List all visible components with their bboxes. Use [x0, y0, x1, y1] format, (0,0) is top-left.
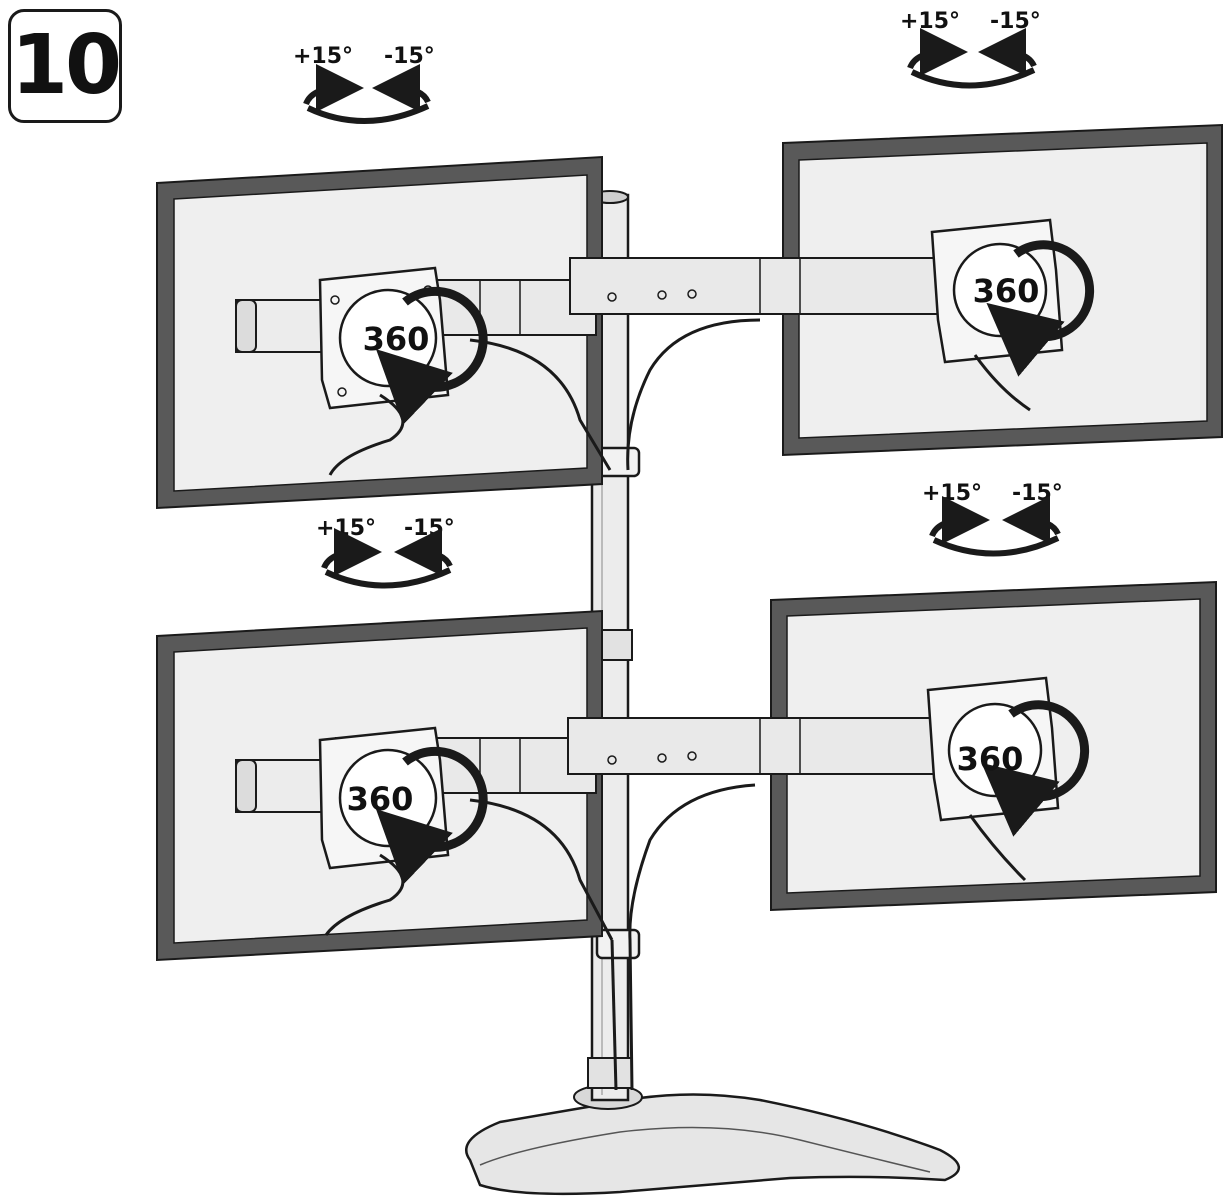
stand-base	[465, 1084, 960, 1196]
tilt-indicator-top-right: +15° -15°	[900, 9, 1041, 89]
rotate-360-label-bottom-right: 360	[957, 740, 1024, 778]
tilt-indicator-bottom-left: +15° -15°	[316, 516, 455, 589]
tilt-plus-label: +15°	[316, 516, 376, 541]
rotate-360-label-bottom-left: 360	[347, 780, 414, 818]
tilt-indicator-bottom-right: +15° -15°	[922, 481, 1063, 557]
tilt-plus-label: +15°	[900, 9, 960, 34]
rotate-360-label-top-right: 360	[973, 272, 1040, 310]
monitor-top-left: 360	[156, 155, 612, 510]
tilt-minus-label: -15°	[1012, 481, 1063, 506]
cable-clip-upper	[595, 446, 641, 478]
monitor-bottom-right: 360	[567, 580, 1217, 1091]
monitor-top-right: 360	[569, 123, 1223, 471]
step-number-badge: 10	[8, 9, 122, 123]
tilt-minus-label: -15°	[990, 9, 1041, 34]
rotate-360-label-top-left: 360	[363, 320, 430, 358]
tilt-indicator-top-left: +15° -15°	[293, 44, 435, 124]
tilt-minus-label: -15°	[404, 516, 455, 541]
tilt-plus-label: +15°	[293, 44, 353, 69]
monitor-bottom-left: 360	[156, 609, 614, 962]
cable-clip-lower	[595, 928, 641, 960]
step-number: 10	[10, 18, 122, 113]
tilt-plus-label: +15°	[922, 481, 982, 506]
tilt-minus-label: -15°	[384, 44, 435, 69]
